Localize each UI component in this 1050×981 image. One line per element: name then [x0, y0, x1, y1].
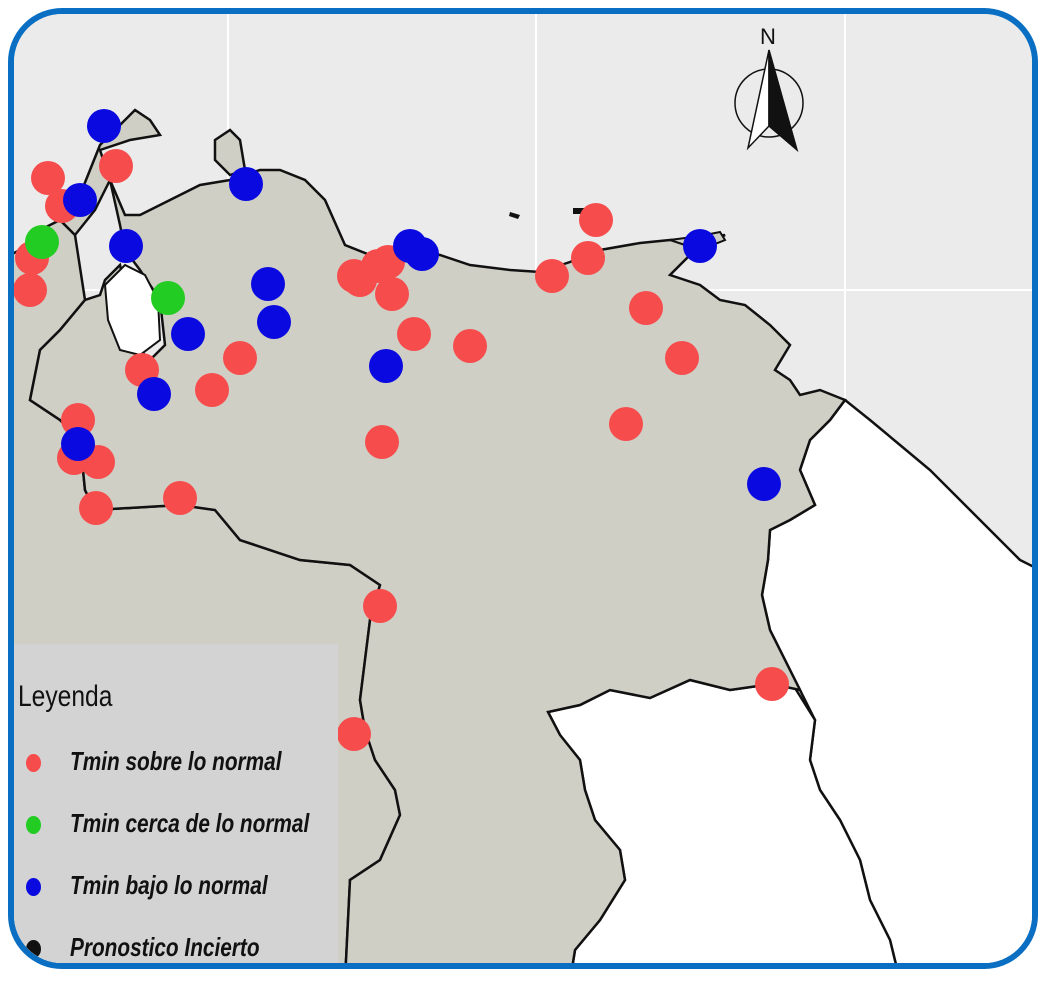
- station-marker-sobre[interactable]: [397, 317, 431, 351]
- station-marker-sobre[interactable]: [363, 589, 397, 623]
- station-marker-bajo[interactable]: [229, 167, 263, 201]
- north-arrow: N: [734, 24, 804, 153]
- legend-item-incierto: Pronostico Incierto: [14, 930, 338, 963]
- legend-label-bajo: Tmin bajo lo normal: [70, 870, 268, 900]
- station-marker-sobre[interactable]: [375, 277, 409, 311]
- legend-item-bajo: Tmin bajo lo normal: [14, 868, 338, 904]
- legend-label-incierto: Pronostico Incierto: [70, 932, 260, 962]
- station-marker-bajo[interactable]: [683, 229, 717, 263]
- station-marker-sobre[interactable]: [223, 341, 257, 375]
- station-marker-sobre[interactable]: [571, 241, 605, 275]
- legend-dot-incierto: [26, 940, 41, 958]
- stations-layer: [13, 109, 789, 751]
- station-marker-sobre[interactable]: [535, 259, 569, 293]
- legend-label-sobre: Tmin sobre lo normal: [70, 746, 282, 776]
- station-marker-sobre[interactable]: [665, 341, 699, 375]
- station-marker-bajo[interactable]: [171, 317, 205, 351]
- station-marker-bajo[interactable]: [61, 427, 95, 461]
- station-marker-bajo[interactable]: [251, 267, 285, 301]
- station-marker-sobre[interactable]: [629, 291, 663, 325]
- station-marker-sobre[interactable]: [195, 373, 229, 407]
- legend-label-cerca: Tmin cerca de lo normal: [70, 808, 310, 838]
- station-marker-bajo[interactable]: [63, 183, 97, 217]
- station-marker-sobre[interactable]: [453, 329, 487, 363]
- legend-title: Leyenda: [18, 680, 113, 713]
- station-marker-bajo[interactable]: [747, 467, 781, 501]
- north-label: N: [760, 24, 776, 49]
- lake-maracaibo: [103, 263, 162, 357]
- station-marker-bajo[interactable]: [87, 109, 121, 143]
- station-marker-sobre[interactable]: [163, 481, 197, 515]
- station-marker-sobre[interactable]: [13, 273, 47, 307]
- station-marker-cerca[interactable]: [151, 281, 185, 315]
- legend: Leyenda Tmin sobre lo normal Tmin cerca …: [14, 644, 338, 963]
- station-marker-bajo[interactable]: [109, 229, 143, 263]
- station-marker-sobre[interactable]: [755, 667, 789, 701]
- station-marker-sobre[interactable]: [99, 149, 133, 183]
- legend-dot-sobre: [26, 754, 41, 772]
- station-marker-bajo[interactable]: [369, 349, 403, 383]
- station-marker-sobre[interactable]: [609, 407, 643, 441]
- station-marker-sobre[interactable]: [337, 717, 371, 751]
- legend-dot-bajo: [26, 878, 41, 896]
- map-frame: N Leyenda Tmin sobre lo normal Tmin cerc…: [8, 8, 1038, 969]
- station-marker-sobre[interactable]: [365, 425, 399, 459]
- legend-item-cerca: Tmin cerca de lo normal: [14, 806, 338, 842]
- station-marker-sobre[interactable]: [579, 203, 613, 237]
- island-small-1: [509, 212, 520, 219]
- station-marker-cerca[interactable]: [25, 225, 59, 259]
- station-marker-sobre[interactable]: [31, 161, 65, 195]
- station-marker-sobre[interactable]: [61, 403, 95, 437]
- station-marker-bajo[interactable]: [137, 377, 171, 411]
- station-marker-bajo[interactable]: [405, 237, 439, 271]
- station-marker-sobre[interactable]: [79, 491, 113, 525]
- legend-item-sobre: Tmin sobre lo normal: [14, 744, 338, 780]
- station-marker-bajo[interactable]: [257, 305, 291, 339]
- station-marker-sobre[interactable]: [343, 263, 377, 297]
- legend-dot-cerca: [26, 816, 41, 834]
